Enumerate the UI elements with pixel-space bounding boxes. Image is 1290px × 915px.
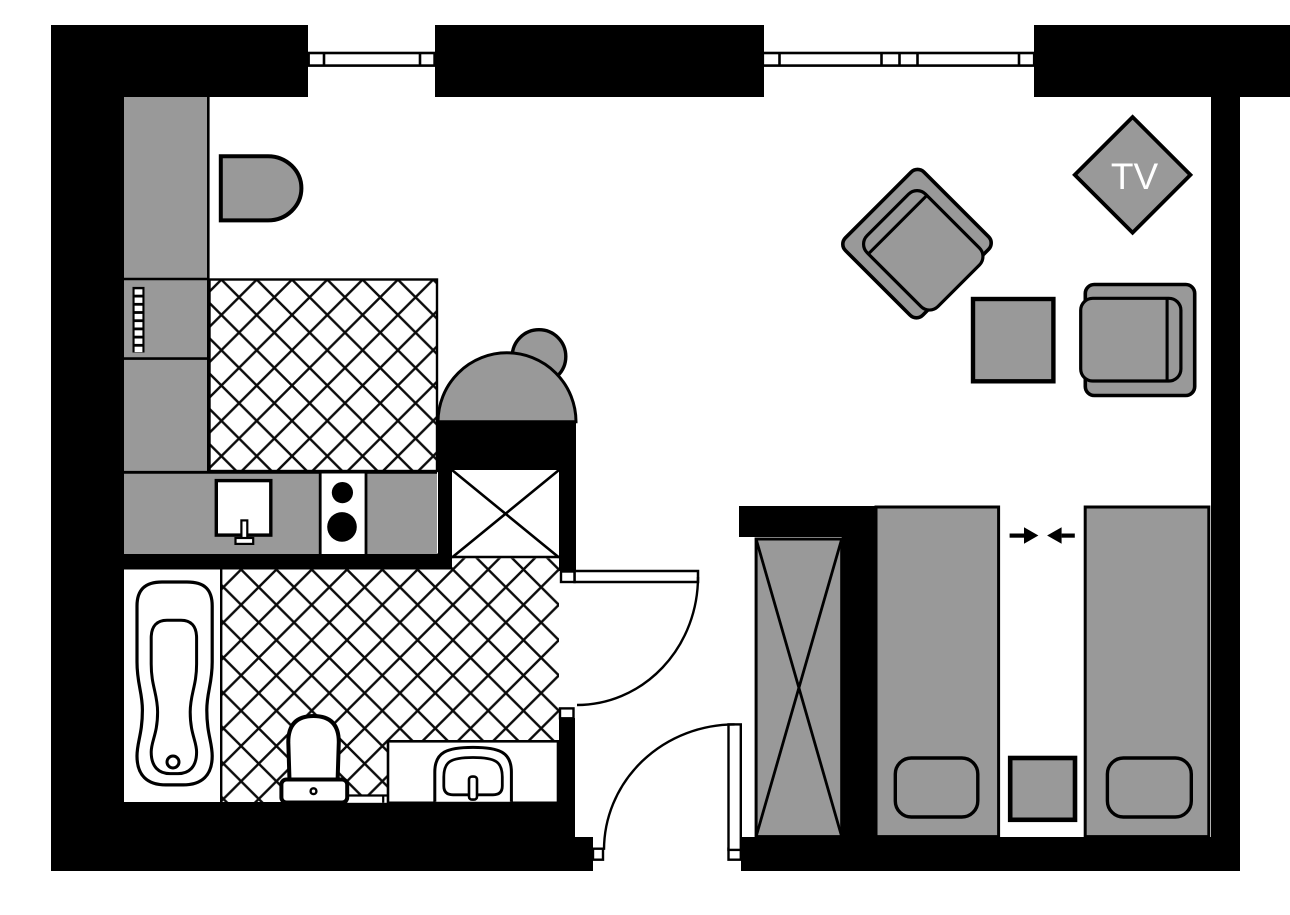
svg-text:TV: TV	[1111, 156, 1159, 197]
